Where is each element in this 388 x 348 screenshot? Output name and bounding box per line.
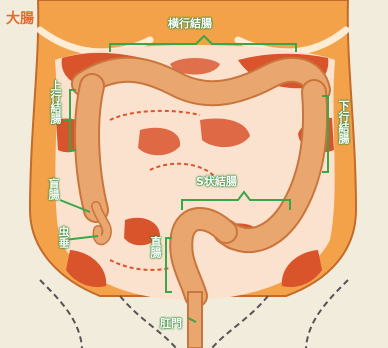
label-transverse-colon: 横行結腸: [168, 18, 212, 29]
label-appendix: 虫垂: [58, 226, 69, 248]
label-rectum: 直腸: [150, 236, 161, 258]
diagram-title: 大腸: [6, 8, 34, 28]
label-sigmoid-colon: S状結腸: [196, 176, 237, 187]
label-descending-colon: 下行結腸: [338, 100, 349, 144]
label-anus: 肛門: [160, 318, 182, 329]
label-cecum: 盲腸: [48, 178, 59, 200]
label-ascending-colon: 上行結腸: [50, 80, 61, 124]
